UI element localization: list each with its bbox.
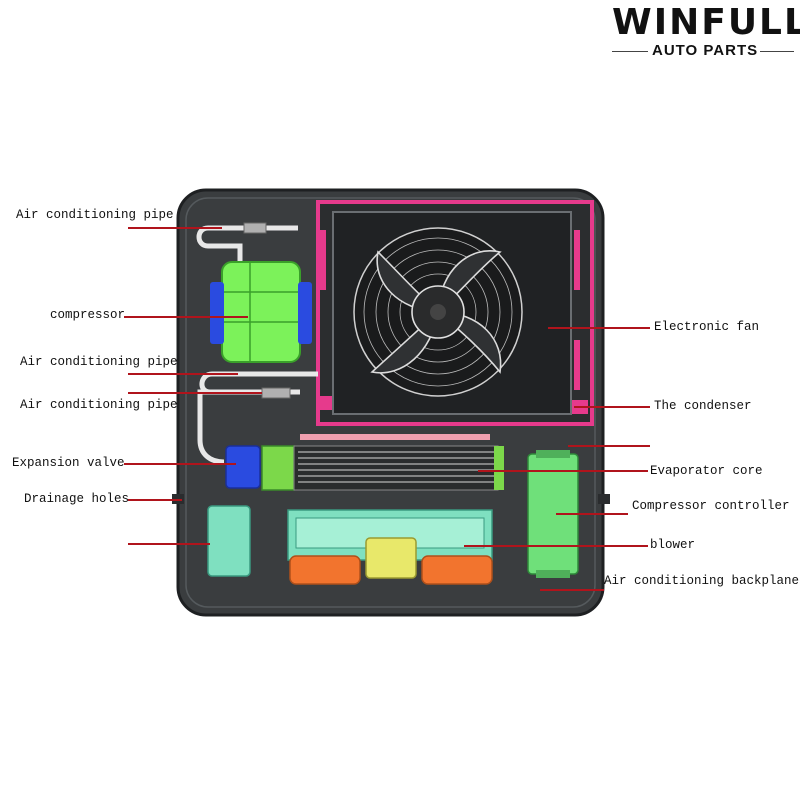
label-expansion-valve: Expansion valve [12, 456, 125, 470]
ac-pipe-top-fitting [243, 222, 267, 234]
label-compressor-controller: Compressor controller [632, 499, 790, 513]
compressor-body [221, 261, 301, 363]
backplane-inner [185, 197, 596, 608]
blower-motor-right [421, 555, 493, 585]
expansion-valve-body [225, 445, 261, 489]
ac-pipe-low-fitting [261, 387, 291, 399]
evaporator-fins [298, 451, 494, 483]
evaporator-core [293, 445, 499, 491]
blower-motor-left [289, 555, 361, 585]
label-blower: blower [650, 538, 696, 552]
ac-pipe-valve [197, 389, 225, 465]
label-evaporator-core: Evaporator core [650, 464, 763, 478]
condenser-tab-bottom-left [318, 396, 332, 410]
label-ac-pipe-top: Air conditioning pipe [16, 208, 174, 222]
condenser-tab-right [574, 230, 580, 290]
label-condenser: The condenser [654, 399, 752, 413]
compressor-bracket-right [298, 282, 312, 344]
leader-lines [124, 227, 650, 591]
brand-rule-left [612, 51, 648, 52]
fan-hub-center [430, 304, 446, 320]
condenser-tab-right-low [574, 340, 580, 390]
evaporator-endplate-right [494, 446, 504, 490]
brand-rule-right [760, 51, 794, 52]
brand-logo: WINFULL [612, 2, 800, 43]
evaporator-top-bar [300, 434, 490, 440]
compressor-controller-cap-bottom [536, 570, 570, 578]
blower-center-motor [365, 537, 417, 579]
label-drainage-holes: Drainage holes [24, 492, 130, 506]
brand-tagline: AUTO PARTS [652, 42, 759, 59]
condenser-tab-left [320, 230, 326, 290]
fan-grille-rings [363, 237, 513, 387]
label-ac-pipe-low: Air conditioning pipe [20, 398, 178, 412]
label-ac-pipe-mid: Air conditioning pipe [20, 355, 178, 369]
left-module [207, 505, 251, 577]
evaporator-endplate-left [261, 445, 295, 491]
compressor-controller-cap-top [536, 450, 570, 458]
label-electronic-fan: Electronic fan [654, 320, 760, 334]
label-ac-backplane: Air conditioning backplane [604, 574, 800, 588]
label-compressor: compressor [50, 308, 126, 322]
compressor-bracket-left [210, 282, 224, 344]
drainage-hole-right [598, 494, 610, 504]
